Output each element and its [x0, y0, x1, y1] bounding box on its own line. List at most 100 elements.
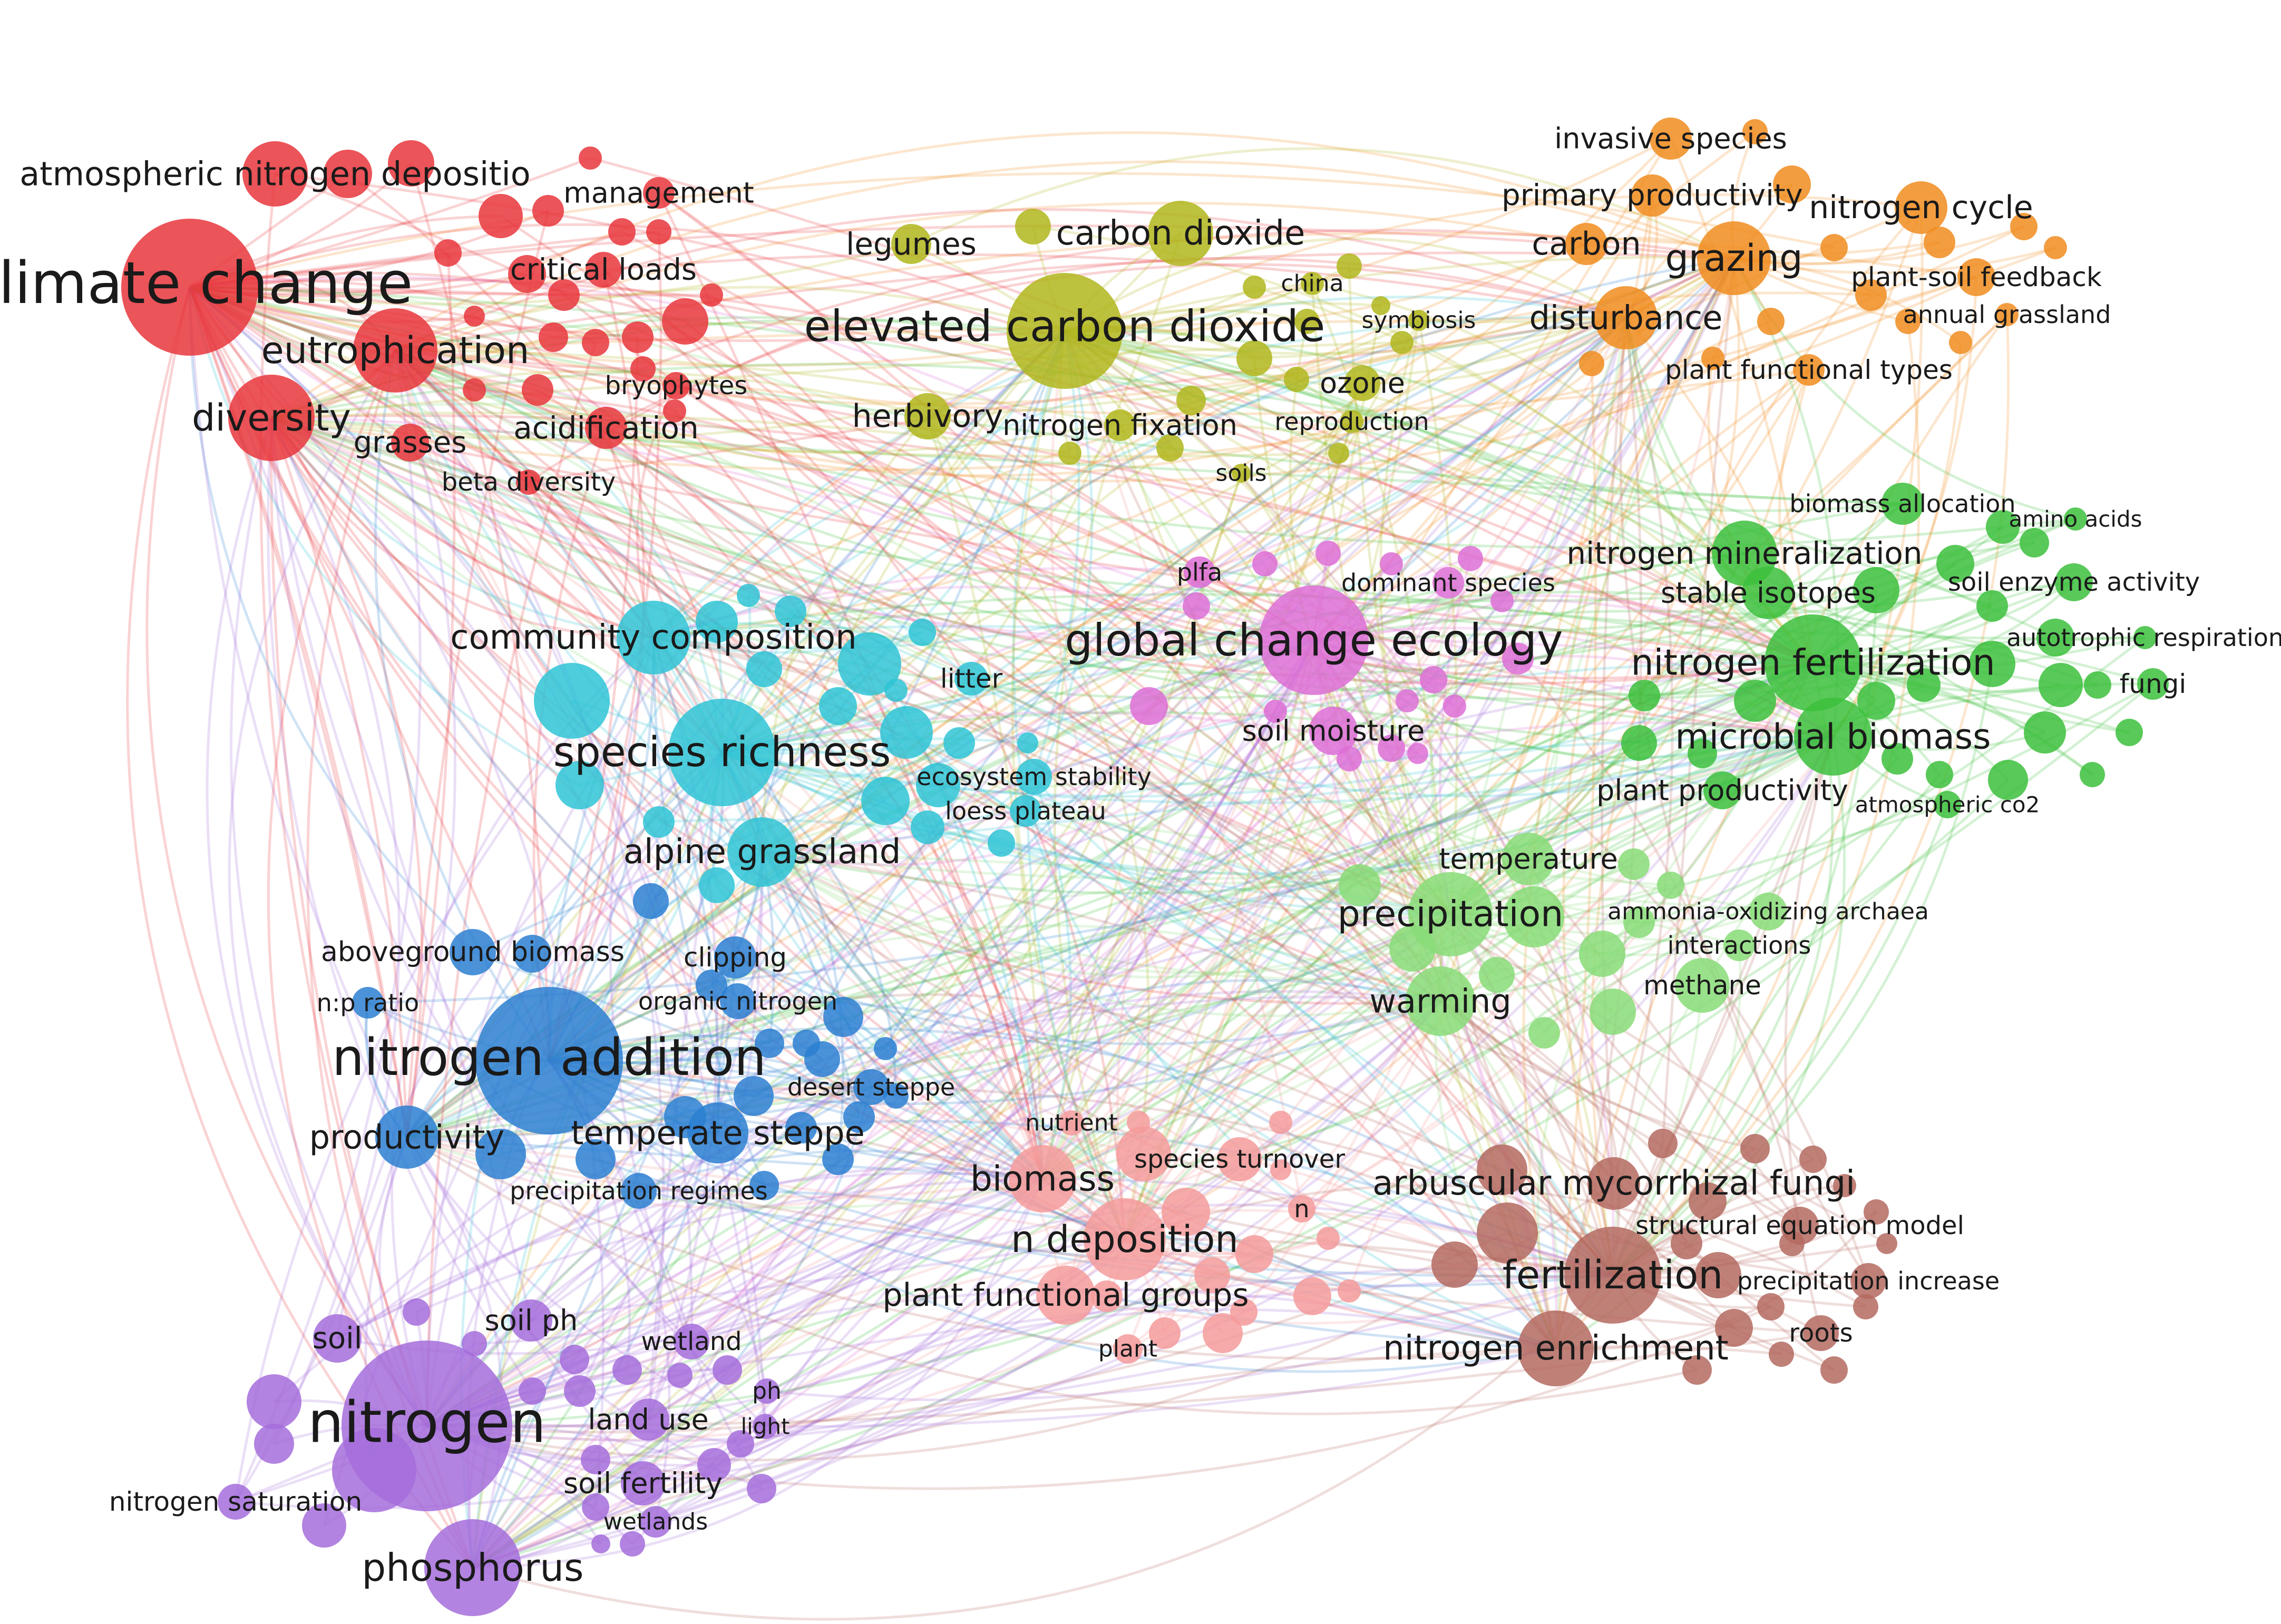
biomass-node[interactable]	[1009, 1145, 1076, 1212]
nitrogen-enrichment-label[interactable]: nitrogen enrichment	[1383, 1329, 1729, 1368]
nutrient-label[interactable]: nutrient	[1025, 1110, 1118, 1137]
red-cluster-node-6[interactable]	[646, 219, 671, 244]
wetlands-label[interactable]: wetlands	[603, 1509, 708, 1535]
magenta-cluster-node-5[interactable]	[1458, 546, 1483, 571]
precipitation-node[interactable]	[1408, 872, 1493, 956]
olive-cluster-node-11[interactable]	[1371, 296, 1390, 315]
temperature-label[interactable]: temperature	[1439, 843, 1617, 876]
brown-cluster-node-18[interactable]	[1682, 1355, 1712, 1385]
n-label[interactable]: n	[1294, 1195, 1309, 1223]
reproduction-node[interactable]	[1340, 410, 1363, 433]
plant-functional-types-node[interactable]	[1793, 354, 1825, 386]
brown-cluster-node-2[interactable]	[1477, 1144, 1527, 1195]
brown-cluster-node-5[interactable]	[1695, 1252, 1741, 1298]
salmon-cluster-node-4[interactable]	[1230, 1298, 1258, 1326]
wetlands-node[interactable]	[640, 1506, 671, 1538]
brown-cluster-node-0[interactable]	[1431, 1241, 1478, 1288]
primary-productivity-node[interactable]	[1631, 174, 1673, 217]
brown-cluster-node-17[interactable]	[1769, 1342, 1794, 1367]
orange-cluster-node-4[interactable]	[1924, 227, 1955, 258]
ozone-node[interactable]	[1344, 365, 1380, 401]
olive-cluster-node-2[interactable]	[1337, 253, 1362, 279]
light-green-cluster-node-7[interactable]	[1657, 872, 1684, 899]
olive-cluster-node-1[interactable]	[1243, 276, 1266, 299]
magenta-cluster-node-7[interactable]	[1502, 643, 1534, 674]
np-ratio-node[interactable]	[352, 987, 384, 1019]
stable-isotopes-node[interactable]	[1742, 566, 1795, 619]
carbon-dioxide-node[interactable]	[1148, 201, 1213, 266]
wetland-label[interactable]: wetland	[641, 1327, 742, 1356]
red-cluster-node-9[interactable]	[662, 298, 708, 345]
green-cluster-node-2[interactable]	[2020, 528, 2049, 557]
cyan-cluster-node-3[interactable]	[880, 706, 933, 759]
green-cluster-node-3[interactable]	[1853, 567, 1899, 613]
plant-node[interactable]	[1113, 1334, 1143, 1364]
orange-cluster-node-6[interactable]	[1757, 308, 1785, 335]
primary-productivity-label[interactable]: primary productivity	[1502, 179, 1803, 213]
fertilization-node[interactable]	[1564, 1227, 1661, 1324]
invasive-species-node[interactable]	[1650, 118, 1692, 160]
diversity-label[interactable]: diversity	[192, 396, 351, 439]
cyan-cluster-node-2[interactable]	[838, 632, 901, 696]
salmon-cluster-node-8[interactable]	[1270, 1159, 1291, 1180]
blue-cluster-node-11[interactable]	[475, 1129, 526, 1179]
red-cluster-node-11[interactable]	[622, 321, 654, 353]
china-node[interactable]	[1301, 272, 1324, 295]
magenta-cluster-node-14[interactable]	[1264, 700, 1287, 723]
n-deposition-label[interactable]: n deposition	[1011, 1218, 1238, 1261]
ammonia-oxidizing-archaea-node[interactable]	[1749, 893, 1787, 931]
cyan-cluster-node-4[interactable]	[861, 777, 910, 825]
green-cluster-node-19[interactable]	[1629, 680, 1660, 711]
nitrogen-cycle-label[interactable]: nitrogen cycle	[1809, 189, 2033, 226]
purple-cluster-node-18[interactable]	[519, 1377, 546, 1405]
green-cluster-node-8[interactable]	[1907, 668, 1941, 702]
brown-cluster-node-8[interactable]	[1799, 1146, 1827, 1173]
climate-change-label[interactable]: climate change	[0, 249, 413, 317]
orange-cluster-node-5[interactable]	[1855, 279, 1887, 311]
nitrogen-enrichment-node[interactable]	[1518, 1310, 1594, 1386]
loess-plateau-node[interactable]	[1010, 795, 1041, 827]
ecosystem-stability-label[interactable]: ecosystem stability	[917, 762, 1152, 791]
cyan-cluster-node-9[interactable]	[775, 595, 806, 627]
magenta-cluster-node-2[interactable]	[1252, 551, 1278, 576]
light-green-cluster-node-3[interactable]	[1579, 931, 1625, 977]
orange-cluster-node-10[interactable]	[1701, 347, 1724, 370]
brown-cluster-node-12[interactable]	[1853, 1294, 1878, 1319]
aboveground-biomass-node[interactable]	[450, 929, 496, 975]
purple-cluster-node-13[interactable]	[582, 1493, 609, 1521]
management-label[interactable]: management	[563, 177, 754, 210]
critical-loads-label[interactable]: critical loads	[510, 253, 697, 287]
nitrogen-saturation-node[interactable]	[218, 1484, 254, 1520]
salmon-cluster-node-13[interactable]	[1091, 1280, 1123, 1312]
purple-cluster-node-4[interactable]	[560, 1345, 589, 1374]
ecosystem-stability-node[interactable]	[1016, 759, 1052, 795]
roots-node[interactable]	[1803, 1315, 1839, 1351]
cyan-cluster-node-15[interactable]	[699, 867, 735, 903]
diversity-node[interactable]	[228, 375, 315, 461]
alpine-grassland-node[interactable]	[727, 817, 797, 887]
arbuscular-mycorrhizal-fungi-label[interactable]: arbuscular mycorrhizal fungi	[1372, 1164, 1855, 1203]
salmon-cluster-node-10[interactable]	[1338, 1279, 1361, 1303]
salmon-cluster-node-9[interactable]	[1317, 1227, 1340, 1250]
loess-plateau-label[interactable]: loess plateau	[945, 797, 1106, 825]
blue-cluster-node-13[interactable]	[793, 1030, 820, 1057]
warming-label[interactable]: warming	[1369, 982, 1511, 1021]
ph-label[interactable]: ph	[752, 1378, 782, 1405]
grasses-label[interactable]: grasses	[354, 426, 467, 460]
red-cluster-node-19[interactable]	[463, 378, 486, 402]
annual-grassland-label[interactable]: annual grassland	[1903, 300, 2111, 329]
magenta-cluster-node-10[interactable]	[1443, 694, 1466, 718]
brown-cluster-node-6[interactable]	[1715, 1309, 1753, 1347]
red-cluster-node-3[interactable]	[532, 195, 564, 227]
red-cluster-node-18[interactable]	[522, 374, 553, 406]
green-cluster-node-17[interactable]	[1621, 725, 1657, 761]
blue-cluster-node-2[interactable]	[696, 970, 727, 1001]
blue-cluster-node-7[interactable]	[785, 1112, 817, 1143]
ph-node[interactable]	[754, 1378, 779, 1404]
community-composition-label[interactable]: community composition	[450, 618, 856, 657]
precipitation-label[interactable]: precipitation	[1338, 894, 1563, 935]
purple-cluster-node-10[interactable]	[697, 1448, 731, 1482]
magenta-cluster-node-3[interactable]	[1315, 541, 1341, 566]
temperate-steppe-label[interactable]: temperate steppe	[571, 1114, 865, 1152]
cyan-cluster-node-6[interactable]	[819, 687, 857, 725]
